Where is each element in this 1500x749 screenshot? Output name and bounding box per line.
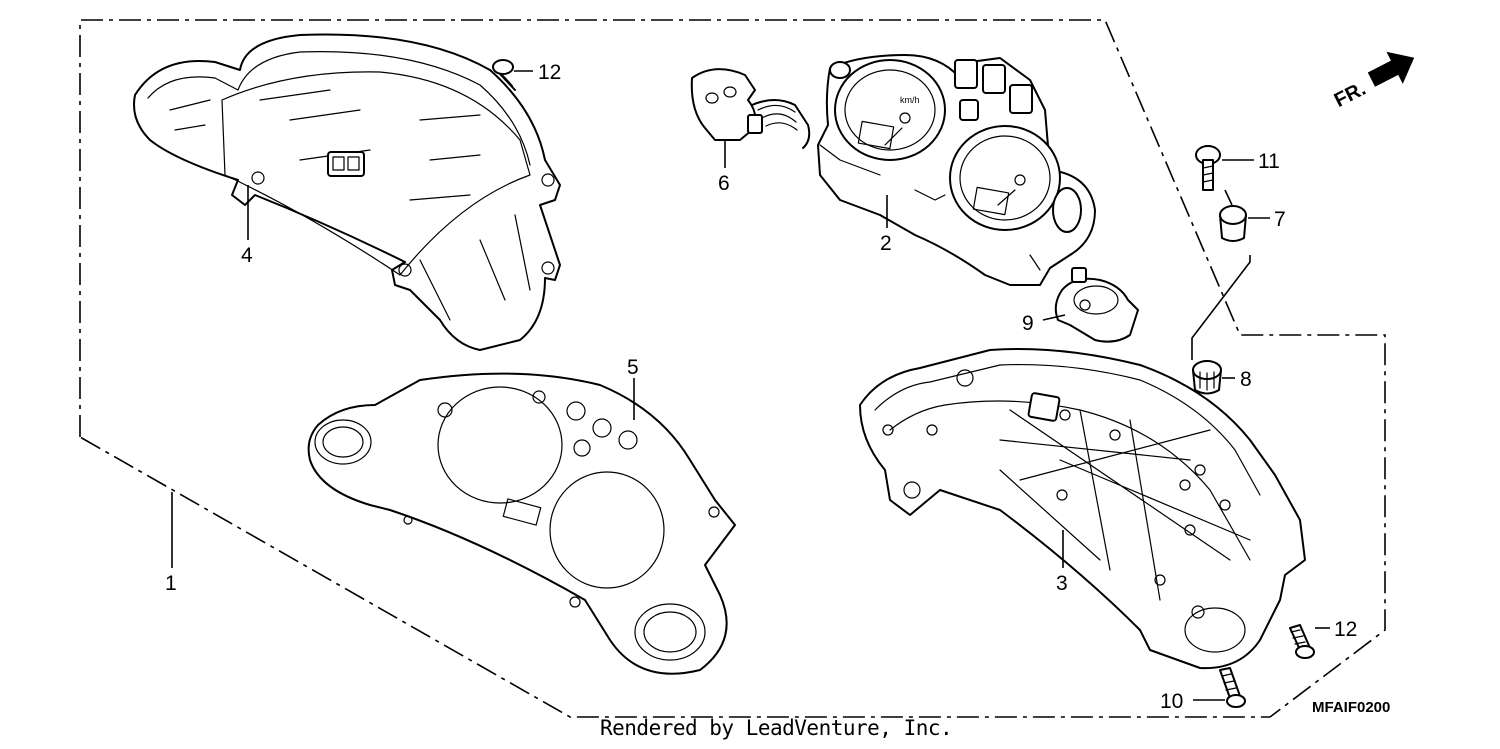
part-4-upper-case <box>133 33 561 351</box>
svg-text:km/h: km/h <box>900 95 920 105</box>
callout-10: 10 <box>1160 690 1183 713</box>
part-2-meter-assembly: km/h <box>817 54 1096 286</box>
front-direction-label: FR. <box>1331 78 1370 112</box>
callout-4: 4 <box>241 244 253 267</box>
part-9-sensor <box>1054 267 1139 343</box>
part-6-connector <box>690 68 811 149</box>
callout-labels: 1 2 3 4 5 6 7 8 9 10 11 12 12 <box>165 61 1357 713</box>
part-8-grommet <box>1192 360 1222 395</box>
callout-8: 8 <box>1240 368 1252 391</box>
callout-1: 1 <box>165 572 177 595</box>
front-arrow-icon <box>1367 51 1415 87</box>
callout-7: 7 <box>1274 208 1286 231</box>
part-12-screw-lower <box>1289 624 1315 659</box>
callout-11: 11 <box>1258 150 1280 173</box>
callout-3: 3 <box>1056 572 1068 595</box>
front-direction-marker: FR. <box>1331 51 1415 112</box>
part-3-lower-case <box>859 348 1306 670</box>
assembly-boundary <box>79 19 1386 718</box>
leader-lines <box>171 70 1330 701</box>
callout-5: 5 <box>627 356 639 379</box>
part-5-meter-panel <box>307 372 736 675</box>
drawing-code: MFAIF0200 <box>1312 699 1390 716</box>
part-11-bolt <box>1195 145 1221 191</box>
part-7-collar <box>1219 205 1247 242</box>
callout-12-lower: 12 <box>1334 618 1357 641</box>
callout-2: 2 <box>880 232 892 255</box>
callout-12-top: 12 <box>538 61 561 84</box>
callout-9: 9 <box>1022 312 1034 335</box>
callout-6: 6 <box>718 172 730 195</box>
part-12-screw-top <box>492 59 516 91</box>
render-credit: Rendered by LeadVenture, Inc. <box>600 716 953 740</box>
part-10-screw <box>1219 667 1246 708</box>
